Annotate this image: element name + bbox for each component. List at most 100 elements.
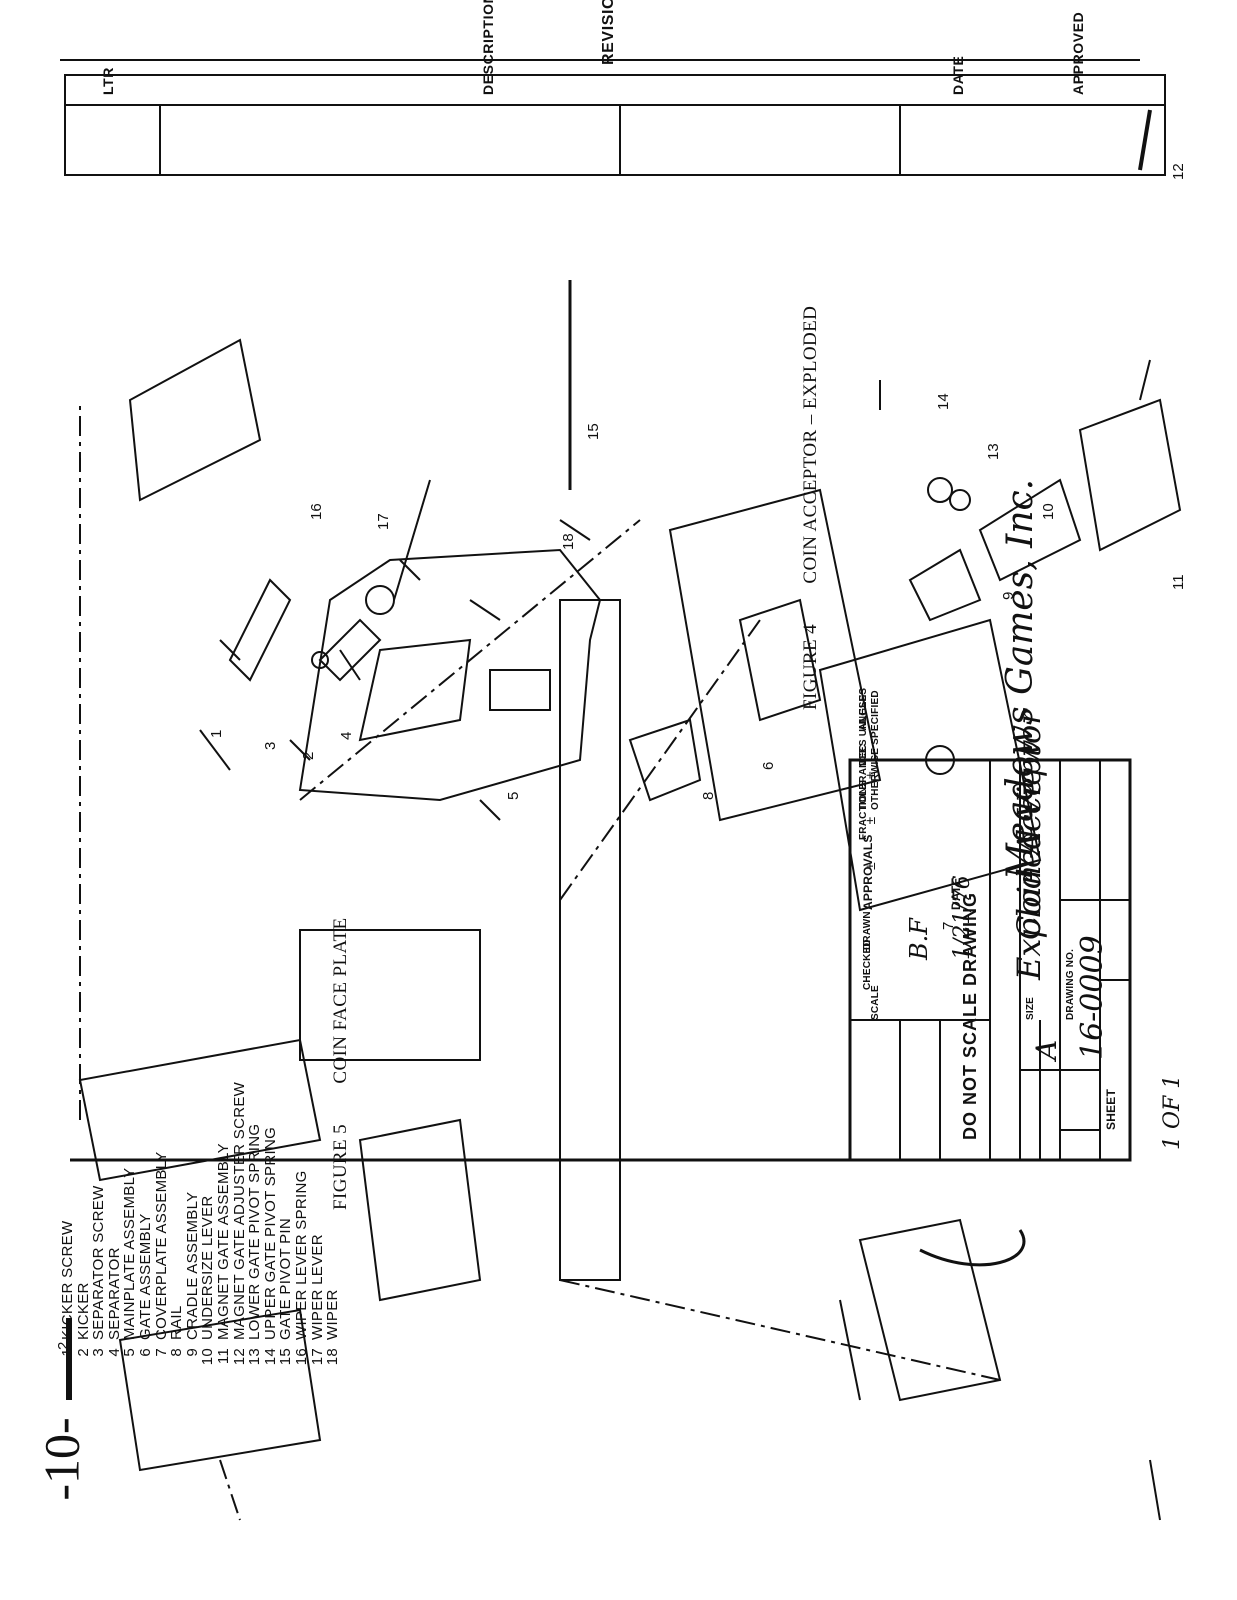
figure5-label: FIGURE 5 <box>330 1123 351 1210</box>
part-name: UNDERSIZE LEVER <box>199 1195 217 1340</box>
part-name: GATE ASSEMBLY <box>136 1213 154 1340</box>
callout-6: 6 <box>760 761 777 770</box>
part-name: MAINPLATE ASSEMBLY <box>121 1167 139 1340</box>
part-name: GATE PIVOT PIN <box>277 1217 295 1340</box>
part-number: 14 <box>261 1348 279 1366</box>
part-name: RAIL <box>168 1305 186 1340</box>
callout-16: 16 <box>308 503 325 520</box>
part-name: WIPER LEVER <box>308 1234 326 1340</box>
angles-label: ANGLES <box>858 687 869 731</box>
part-number: 18 <box>324 1348 342 1366</box>
parts-list-item: 10UNDERSIZE LEVER <box>199 910 217 1370</box>
sheet-label: SHEET <box>1104 1088 1118 1130</box>
coin-chute-top <box>128 338 262 502</box>
part-name: COVERPLATE ASSEMBLY <box>152 1151 170 1340</box>
callout-13: 13 <box>985 443 1002 460</box>
parts-list-item: 4 SEPARATOR <box>105 910 123 1370</box>
callout-12: 12 <box>1170 163 1187 180</box>
callout-18: 18 <box>560 533 577 550</box>
parts-list-item: 14 UPPER GATE PIVOT SPRING <box>261 910 279 1370</box>
callout-2-face-plate: 2 <box>55 1341 72 1350</box>
parts-list: 1 KICKER SCREW 2 KICKER 3 SEPARATOR SCREW 4 SEP… <box>59 910 342 1370</box>
part-number: 1 <box>59 1348 76 1357</box>
callout-4: 4 <box>338 731 355 740</box>
part-number: 4 <box>105 1348 123 1357</box>
part-number: 2 <box>74 1348 92 1357</box>
part-name: LOWER GATE PIVOT SPRING <box>246 1123 264 1340</box>
parts-list-item: 2 KICKER <box>74 910 92 1370</box>
parts-list-item: 15 GATE PIVOT PIN <box>277 910 295 1370</box>
coin-return-box <box>358 1118 482 1302</box>
parts-list-item: 1 KICKER SCREW <box>59 910 76 1370</box>
parts-list-item: 16 WIPER LEVER SPRING <box>292 910 310 1370</box>
face-plate-shape <box>559 599 621 1281</box>
dec-label: DEC <box>858 744 869 766</box>
part-number: 12 <box>230 1348 248 1366</box>
pm-dec: ± <box>862 816 878 825</box>
parts-list-item: 6 GATE ASSEMBLY <box>136 910 154 1370</box>
callout-3: 3 <box>262 741 279 750</box>
figure4-caption: FIGURE 4 COIN ACCEPTOR – EXPLODED <box>800 306 822 710</box>
revisions-col-description: DESCRIPTION <box>480 0 496 95</box>
part-number: 11 <box>214 1348 232 1365</box>
part-name: UPPER GATE PIVOT SPRING <box>261 1126 279 1340</box>
part-number: 15 <box>277 1348 295 1366</box>
callout-2: 2 <box>300 751 317 760</box>
figure5-title: COIN FACE PLATE <box>330 917 351 1084</box>
coin-chute-left <box>78 1038 322 1182</box>
coin-return-rod <box>919 1229 1026 1267</box>
part-number: 6 <box>136 1348 154 1357</box>
magnet-gate-shape <box>1078 398 1182 552</box>
part-name: SEPARATOR SCREW <box>90 1185 108 1340</box>
part-name: CRADLE ASSEMBLY <box>183 1191 201 1340</box>
bracket-left <box>118 1308 322 1472</box>
parts-list-item: 11 MAGNET GATE ASSEMBLY <box>214 910 232 1370</box>
gate-assembly-shape <box>668 488 882 822</box>
part-number: 7 <box>152 1348 170 1357</box>
revision-table-frame <box>64 74 1166 176</box>
callout-8: 8 <box>700 791 717 800</box>
callout-14: 14 <box>935 393 952 410</box>
part-name: MAGNET GATE ASSEMBLY <box>214 1143 232 1340</box>
part-name: KICKER <box>74 1282 92 1340</box>
part-number: 9 <box>183 1348 201 1357</box>
callout-11: 11 <box>1170 574 1187 590</box>
approvals-label: APPROVALS <box>861 834 875 910</box>
callout-15: 15 <box>585 423 602 440</box>
checked-label: CHECKED <box>862 939 873 990</box>
part-name: KICKER SCREW <box>59 1220 76 1340</box>
bracket-right <box>858 1218 1002 1402</box>
parts-list-item: 8 RAIL <box>168 910 186 1370</box>
drawing-title-line2: Exploded View <box>1010 739 1048 980</box>
revisions-col-ltr: LTR <box>100 67 116 95</box>
sheet-value: 1 OF 1 <box>1160 1074 1185 1150</box>
parts-list-item: 17 WIPER LEVER <box>308 910 326 1370</box>
revisions-title: REVISIONS <box>600 0 617 65</box>
parts-list-item: 12MAGNET GATE ADJUSTER SCREW <box>230 910 248 1370</box>
callout-17: 17 <box>375 513 392 530</box>
revisions-col-approved: APPROVED <box>1070 11 1086 95</box>
coverplate-shape <box>818 618 1042 912</box>
figure5-caption: FIGURE 5 COIN FACE PLATE <box>330 918 352 1211</box>
callout-5: 5 <box>505 791 522 800</box>
parts-list-item: 9 CRADLE ASSEMBLY <box>183 910 201 1370</box>
parts-list-item: 13 LOWER GATE PIVOT SPRING <box>246 910 264 1370</box>
part-name: WIPER <box>324 1289 342 1340</box>
part-number: 16 <box>292 1348 310 1366</box>
binder-bar <box>66 1318 72 1400</box>
part-number: 13 <box>246 1348 264 1366</box>
part-name: SEPARATOR <box>105 1247 123 1340</box>
parts-list-item: 3 SEPARATOR SCREW <box>90 910 108 1370</box>
part-number: 8 <box>168 1348 186 1357</box>
size-value: A <box>1030 1039 1063 1060</box>
part-name: WIPER LEVER SPRING <box>292 1170 310 1340</box>
do-not-scale-note: DO NOT SCALE DRAWING <box>960 892 980 1140</box>
part-number: 3 <box>90 1348 108 1357</box>
drawn-by: B.F <box>905 918 933 960</box>
part-number: 17 <box>308 1348 326 1366</box>
scale-label: SCALE <box>870 985 881 1020</box>
size-label: SIZE <box>1025 996 1036 1020</box>
parts-list-item: 7 COVERPLATE ASSEMBLY <box>152 910 170 1370</box>
part-number: 5 <box>121 1348 139 1357</box>
